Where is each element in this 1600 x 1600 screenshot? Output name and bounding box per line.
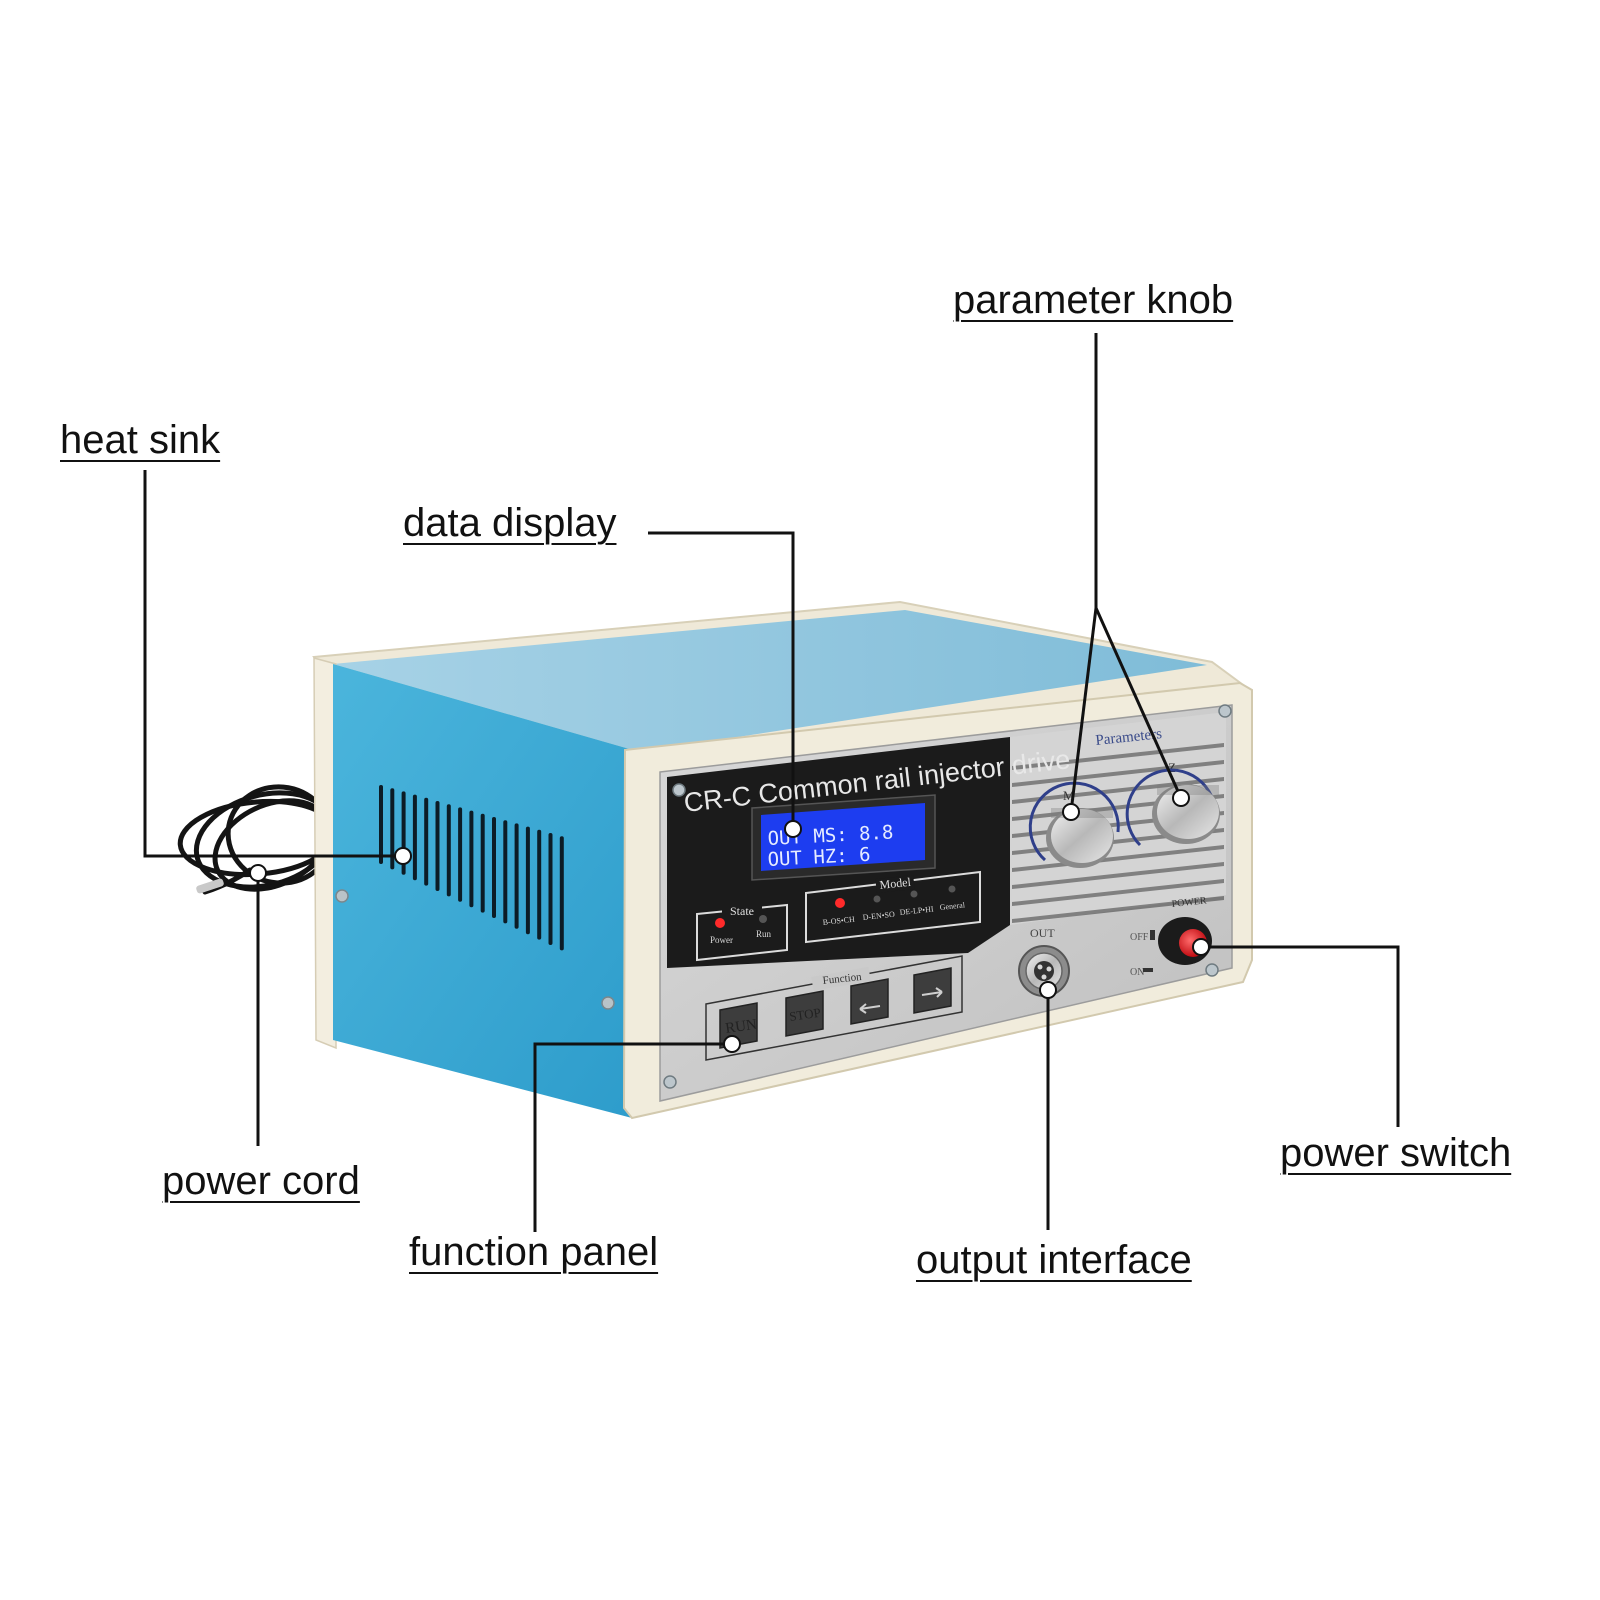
output-interface-label: output interface (916, 1238, 1192, 1282)
parameters-label: Parameters (1095, 726, 1163, 749)
knob-2-label: Z (1168, 760, 1176, 775)
panel-screw-icon (663, 1075, 677, 1089)
model-box: Model B-OS•CH D-EN•SO DE-LP•HI General (805, 870, 981, 944)
callout-dot-icon (249, 864, 267, 882)
callout-dot-icon (723, 1035, 741, 1053)
callout-dots (249, 789, 1210, 1053)
function-box: Function (705, 955, 963, 1061)
right-arrow-icon (921, 987, 943, 998)
lcd-display: OUT MS: 8.8 OUT HZ: 6 (751, 794, 936, 881)
parameter-knob-label: parameter knob (953, 278, 1234, 322)
case-top-face (333, 610, 1207, 752)
state-label: State (730, 904, 754, 918)
output-connector[interactable] (1018, 945, 1070, 997)
side-screw-icon (601, 996, 615, 1010)
run-led-label: Run (756, 929, 772, 939)
callout-dot-icon (1062, 803, 1080, 821)
model-item: General (939, 900, 966, 912)
data-display-label: data display (403, 501, 617, 545)
side-screw-icon (335, 889, 349, 903)
power-label: POWER (1171, 895, 1207, 910)
callout-dot-icon (1172, 789, 1190, 807)
parameter-knob-1[interactable] (1028, 781, 1120, 868)
callout-dot-icon (1039, 981, 1057, 999)
model-led-icon (910, 890, 918, 898)
power-plug-pin (196, 878, 224, 894)
off-indicator-icon (1150, 930, 1155, 940)
case-side-face (333, 664, 640, 1118)
power-cord-label: power cord (162, 1159, 360, 1203)
model-led-icon (835, 898, 845, 908)
heat-sink-vents (379, 785, 564, 951)
model-item: B-OS•CH (822, 915, 855, 927)
parameter-stripe (1012, 760, 1224, 787)
parameter-stripe (1012, 743, 1224, 770)
panel-screw-icon (672, 783, 686, 797)
parameter-knob-2[interactable] (1125, 768, 1220, 847)
model-item: DE-LP•HI (899, 904, 934, 917)
left-arrow-button[interactable] (850, 978, 889, 1025)
model-label: Model (879, 875, 912, 892)
model-led-icon (873, 895, 881, 903)
model-item: D-EN•SO (862, 910, 895, 922)
right-arrow-button[interactable] (913, 967, 952, 1014)
state-box: State Power Run (696, 902, 788, 962)
callout-dot-icon (1192, 938, 1210, 956)
callout-dot-icon (394, 847, 412, 865)
run-led-icon (759, 915, 767, 923)
stop-button-label: STOP (788, 1005, 821, 1024)
model-led-icon (948, 885, 956, 893)
parameter-stripe (1012, 879, 1224, 906)
power-switch-label: power switch (1280, 1131, 1512, 1175)
power-led-label: Power (710, 935, 733, 945)
display-line-2: OUT HZ: 6 (767, 844, 871, 871)
power-led-icon (715, 918, 725, 928)
function-label: Function (822, 971, 863, 987)
off-label: OFF (1130, 932, 1149, 943)
function-panel-label: function panel (409, 1230, 659, 1274)
panel-screw-icon (1205, 963, 1219, 977)
on-label: ON (1130, 967, 1144, 978)
parameter-stripe (1012, 896, 1224, 923)
out-label: OUT (1030, 926, 1055, 940)
stop-button[interactable]: STOP (785, 990, 824, 1037)
callout-leaders (143, 333, 1400, 1232)
parameter-stripe (1012, 862, 1224, 889)
run-button-label: RUN (724, 1017, 758, 1037)
callout-dot-icon (784, 820, 802, 838)
case-left-frame (313, 657, 337, 1050)
panel-screw-icon (1218, 704, 1232, 718)
left-arrow-icon (859, 1003, 881, 1014)
parameter-stripe (1012, 845, 1224, 872)
on-indicator-icon (1143, 968, 1153, 972)
parameter-stripe (1012, 777, 1224, 804)
heat-sink-label: heat sink (60, 418, 221, 462)
